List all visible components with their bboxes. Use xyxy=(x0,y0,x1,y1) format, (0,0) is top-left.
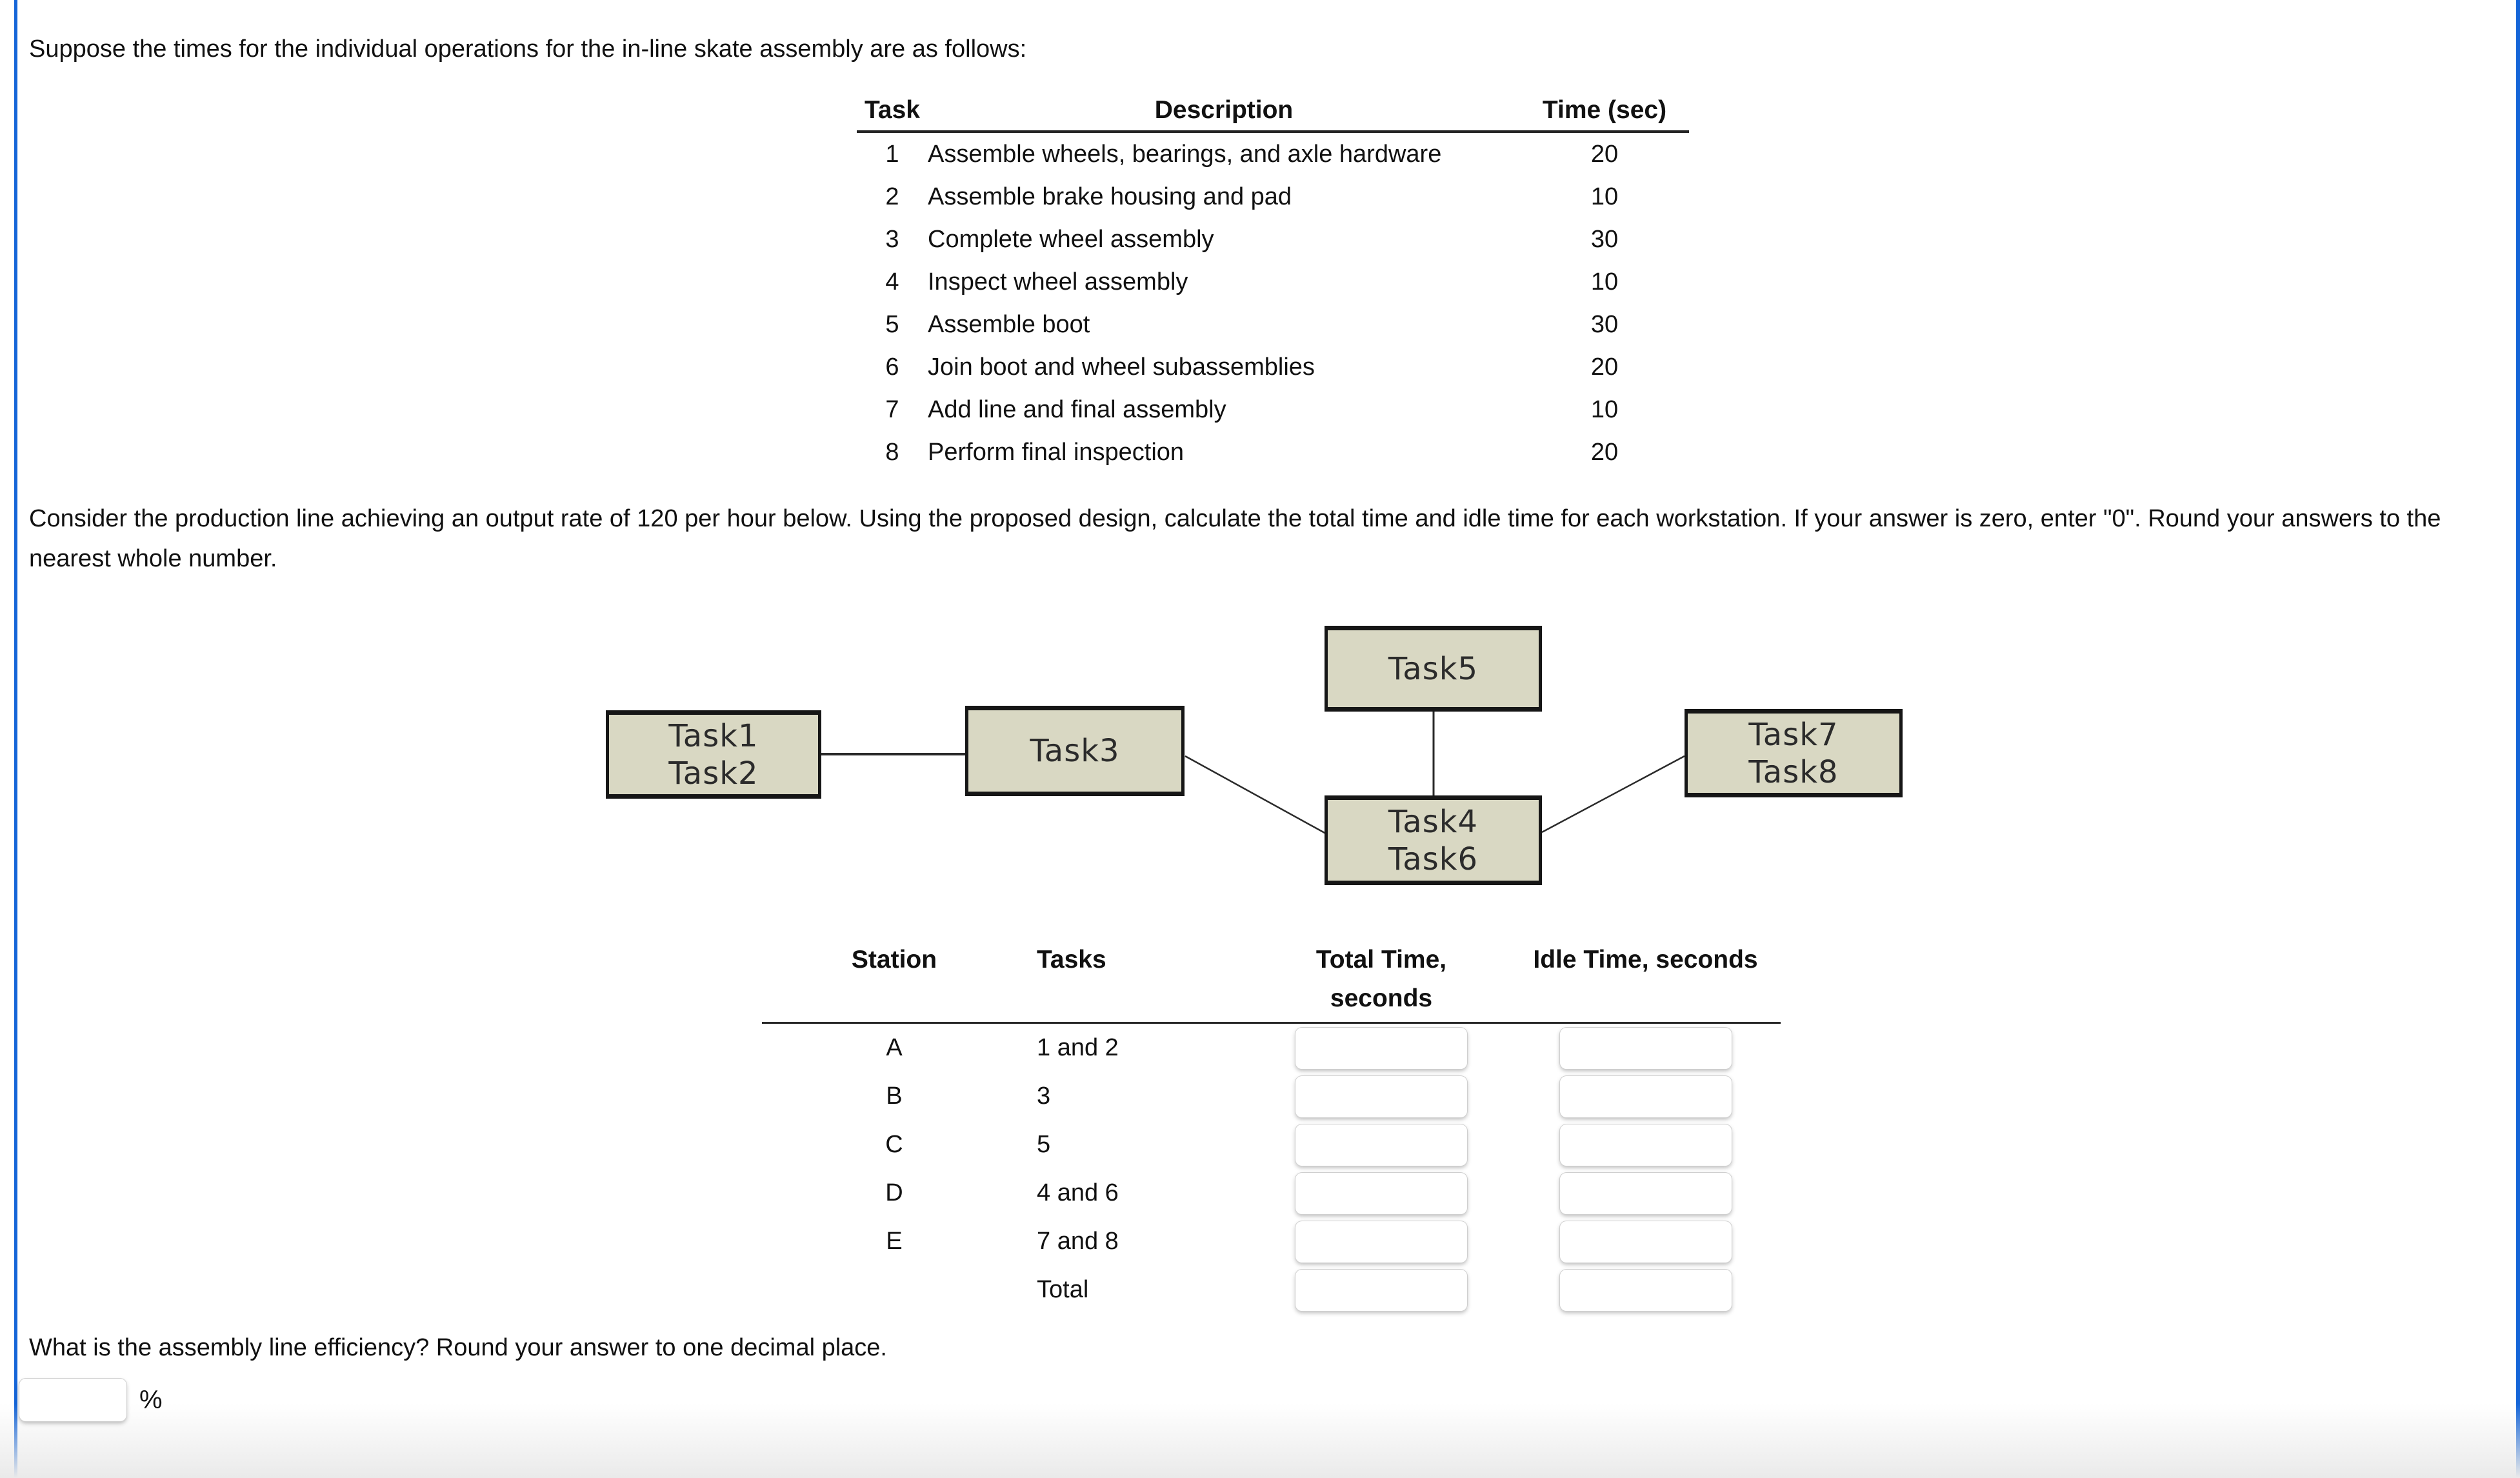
station-tasks: 1 and 2 xyxy=(1037,1034,1119,1061)
task-box-label: Task7 xyxy=(1748,716,1839,753)
total-time-input-c[interactable] xyxy=(1295,1124,1467,1166)
total-time-header-line1: Total Time, xyxy=(1315,946,1447,974)
task-number: 8 xyxy=(885,438,899,466)
task-box-label: Task1 xyxy=(668,717,759,754)
task-number: 2 xyxy=(885,183,899,210)
station-tasks: 7 and 8 xyxy=(1037,1228,1119,1255)
task-box-label: Task2 xyxy=(668,755,759,792)
idle-time-input-total[interactable] xyxy=(1559,1269,1732,1311)
task-times-table: Task Description Time (sec) 1 Assemble w… xyxy=(857,90,1689,474)
intro-text: Suppose the times for the individual ope… xyxy=(29,35,1027,63)
table-row: 3 Complete wheel assembly 30 xyxy=(857,218,1689,261)
diagram-box-task7-task8: Task7 Task8 xyxy=(1685,709,1903,797)
right-blue-border xyxy=(2516,0,2520,1478)
efficiency-input[interactable] xyxy=(19,1379,126,1421)
table-row: D 4 and 6 xyxy=(762,1169,1781,1217)
task-description: Inspect wheel assembly xyxy=(928,268,1188,295)
table-row: 1 Assemble wheels, bearings, and axle ha… xyxy=(857,133,1689,175)
diagram-box-task5: Task5 xyxy=(1325,626,1542,712)
bottom-gradient xyxy=(0,1404,2520,1478)
diagram-box-task3: Task3 xyxy=(965,706,1185,796)
station-answer-table: Station Tasks Total Time, seconds Idle T… xyxy=(762,941,1781,1314)
task-description: Perform final inspection xyxy=(928,438,1185,466)
total-time-input-a[interactable] xyxy=(1295,1027,1467,1069)
table-row: Total xyxy=(762,1266,1781,1314)
station-tasks: 5 xyxy=(1037,1131,1051,1158)
task-number: 3 xyxy=(885,225,899,253)
description-column-header: Description xyxy=(1154,96,1294,124)
time-column-header: Time (sec) xyxy=(1542,96,1667,124)
task-time: 20 xyxy=(1590,353,1619,381)
idle-time-input-d[interactable] xyxy=(1559,1172,1732,1214)
table-row: B 3 xyxy=(762,1072,1781,1121)
total-time-column-header: Total Time, seconds xyxy=(1291,941,1472,1022)
station-tasks: 3 xyxy=(1037,1083,1051,1110)
percent-label: % xyxy=(139,1386,163,1414)
total-time-input-e[interactable] xyxy=(1295,1221,1467,1263)
task-time: 10 xyxy=(1590,183,1619,210)
task-box-label: Task6 xyxy=(1388,841,1479,877)
left-blue-border xyxy=(14,0,17,1478)
idle-time-input-e[interactable] xyxy=(1559,1221,1732,1263)
efficiency-question: What is the assembly line efficiency? Ro… xyxy=(29,1334,887,1361)
task-number: 6 xyxy=(885,353,899,381)
task-description: Complete wheel assembly xyxy=(928,225,1214,253)
table-row: 8 Perform final inspection 20 xyxy=(857,431,1689,474)
table-row: 7 Add line and final assembly 10 xyxy=(857,388,1689,431)
task-column-header: Task xyxy=(865,96,920,124)
table-row: 6 Join boot and wheel subassemblies 20 xyxy=(857,346,1689,388)
station-tasks: 4 and 6 xyxy=(1037,1179,1119,1206)
total-time-header-line2: seconds xyxy=(1330,984,1433,1012)
task-description: Join boot and wheel subassemblies xyxy=(928,353,1315,381)
task-table-header: Task Description Time (sec) xyxy=(857,90,1689,130)
connector-task46-task78 xyxy=(1541,755,1685,834)
table-row: 4 Inspect wheel assembly 10 xyxy=(857,261,1689,303)
station-label: E xyxy=(886,1228,903,1255)
task-table-rule xyxy=(857,130,1689,133)
station-label: C xyxy=(885,1131,903,1158)
station-label: A xyxy=(886,1034,903,1061)
task-box-label: Task4 xyxy=(1388,803,1479,840)
station-tasks: Total xyxy=(1037,1276,1089,1303)
diagram-box-task4-task6: Task4 Task6 xyxy=(1325,795,1542,885)
task-box-label: Task8 xyxy=(1748,754,1839,790)
total-time-input-b[interactable] xyxy=(1295,1075,1467,1117)
task-number: 4 xyxy=(885,268,899,295)
idle-time-column-header: Idle Time, seconds xyxy=(1533,946,1758,974)
task-time: 20 xyxy=(1590,438,1619,466)
task-time: 30 xyxy=(1590,225,1619,253)
task-description: Assemble brake housing and pad xyxy=(928,183,1292,210)
task-time: 20 xyxy=(1590,140,1619,168)
task-box-label: Task5 xyxy=(1388,650,1479,687)
idle-time-input-a[interactable] xyxy=(1559,1027,1732,1069)
total-time-input-total[interactable] xyxy=(1295,1269,1467,1311)
task-description: Add line and final assembly xyxy=(928,395,1226,423)
station-label: B xyxy=(886,1083,903,1110)
task-description: Assemble wheels, bearings, and axle hard… xyxy=(928,140,1442,168)
task-time: 30 xyxy=(1590,310,1619,338)
tasks-column-header: Tasks xyxy=(1037,946,1106,974)
idle-time-input-b[interactable] xyxy=(1559,1075,1732,1117)
instruction-text: Consider the production line achieving a… xyxy=(29,505,2441,572)
table-row: C 5 xyxy=(762,1121,1781,1169)
task-description: Assemble boot xyxy=(928,310,1090,338)
table-row: A 1 and 2 xyxy=(762,1024,1781,1072)
table-row: E 7 and 8 xyxy=(762,1217,1781,1266)
table-row: 2 Assemble brake housing and pad 10 xyxy=(857,175,1689,218)
connector-task3-task46 xyxy=(1185,755,1326,835)
station-table-header: Station Tasks Total Time, seconds Idle T… xyxy=(762,941,1781,1022)
task-number: 7 xyxy=(885,395,899,423)
station-table-rule xyxy=(762,1022,1781,1024)
task-number: 5 xyxy=(885,310,899,338)
task-time: 10 xyxy=(1590,395,1619,423)
task-time: 10 xyxy=(1590,268,1619,295)
diagram-box-task1-task2: Task1 Task2 xyxy=(606,710,821,799)
idle-time-input-c[interactable] xyxy=(1559,1124,1732,1166)
station-label: D xyxy=(885,1179,903,1206)
task-box-label: Task3 xyxy=(1030,733,1120,769)
total-time-input-d[interactable] xyxy=(1295,1172,1467,1214)
table-row: 5 Assemble boot 30 xyxy=(857,303,1689,346)
task-number: 1 xyxy=(885,140,899,168)
station-column-header: Station xyxy=(851,946,937,974)
